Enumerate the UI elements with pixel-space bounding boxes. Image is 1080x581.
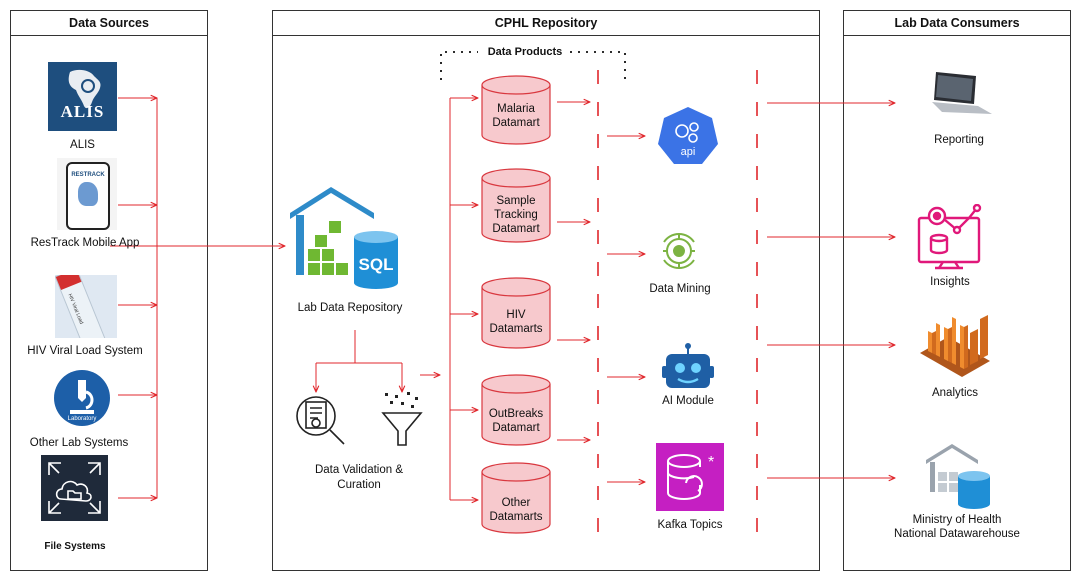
lab-data-repository-label: Lab Data Repository <box>297 302 403 314</box>
data-products-label: Data Products <box>487 46 563 58</box>
datamart-cylinder: HIV Datamarts <box>481 277 551 349</box>
datamart-label: Datamart <box>492 422 540 434</box>
hiv-viral-load-tube-icon: HIV Viral Load <box>55 275 117 338</box>
datamart-cylinder: Malaria Datamart <box>481 75 551 145</box>
datamart-label: Sample <box>496 195 536 207</box>
kafka-topics-label: Kafka Topics <box>657 519 723 531</box>
alis-label: ALIS <box>70 139 95 151</box>
data-sources-heading: Data Sources <box>11 11 207 36</box>
datamart-label: Other <box>501 497 531 509</box>
data-mining-label: Data Mining <box>649 283 711 295</box>
reporting-label: Reporting <box>934 134 984 146</box>
validation-label-line2: Curation <box>337 479 381 491</box>
cphl-repository-panel: CPHL Repository <box>272 10 820 571</box>
national-datawarehouse-icon <box>924 442 1000 512</box>
datamart-label: OutBreaks <box>488 408 544 420</box>
analytics-bars-icon <box>918 313 992 379</box>
cphl-repository-heading: CPHL Repository <box>273 11 819 36</box>
file-systems-cloud-icon <box>41 455 108 521</box>
document-search-icon <box>292 392 348 448</box>
alis-logo-icon: ALIS <box>48 62 117 131</box>
hiv-viral-load-label: HIV Viral Load System <box>27 345 143 357</box>
lab-data-warehouse-icon: SQL <box>288 185 408 290</box>
laboratory-badge-text: Laboratory <box>67 416 97 422</box>
datamart-label: Datamart <box>492 223 540 235</box>
other-lab-systems-label: Other Lab Systems <box>29 437 129 449</box>
datamart-cylinder: Other Datamarts <box>481 462 551 534</box>
reporting-laptop-icon <box>924 70 994 120</box>
lab-data-consumers-panel: Lab Data Consumers <box>843 10 1071 571</box>
file-systems-label: File Systems <box>44 541 106 552</box>
datamart-label: Datamarts <box>489 511 543 523</box>
kafka-topics-icon: * <box>656 443 724 511</box>
insights-label: Insights <box>930 276 970 288</box>
moh-label-line2: National Datawarehouse <box>894 528 1020 540</box>
datamart-label: Malaria <box>497 103 535 115</box>
insights-dashboard-icon <box>917 203 987 270</box>
data-funnel-icon <box>379 391 425 449</box>
ai-robot-icon <box>662 342 714 390</box>
alis-logo-text: ALIS <box>60 102 105 121</box>
api-gateway-icon: api <box>657 106 719 166</box>
datamart-label: Datamart <box>492 117 540 129</box>
svg-text:*: * <box>708 454 714 471</box>
restrack-logo-text: RESTRACK <box>71 172 105 178</box>
restrack-phone-icon: RESTRACK <box>57 158 117 230</box>
moh-label-line1: Ministry of Health <box>912 514 1002 526</box>
sql-badge-text: SQL <box>358 255 394 274</box>
api-badge-text: api <box>680 146 696 158</box>
validation-label-line1: Data Validation & <box>314 464 403 476</box>
ai-module-label: AI Module <box>662 395 714 407</box>
datamart-label: HIV <box>506 309 526 321</box>
data-mining-gear-icon <box>656 228 702 274</box>
data-products-bracket-right <box>570 51 626 80</box>
lab-data-consumers-heading: Lab Data Consumers <box>844 11 1070 36</box>
datamart-cylinder: OutBreaks Datamart <box>481 374 551 446</box>
restrack-label: ResTrack Mobile App <box>30 237 140 249</box>
hiv-tube-label: HIV Viral Load <box>66 293 85 326</box>
datamart-label: Tracking <box>494 209 538 221</box>
laboratory-microscope-icon: Laboratory <box>52 368 112 428</box>
data-products-bracket-left <box>440 51 478 80</box>
datamart-cylinder: Sample Tracking Datamart <box>481 168 551 243</box>
analytics-label: Analytics <box>931 387 979 399</box>
data-sources-panel: Data Sources <box>10 10 208 571</box>
datamart-label: Datamarts <box>489 323 543 335</box>
